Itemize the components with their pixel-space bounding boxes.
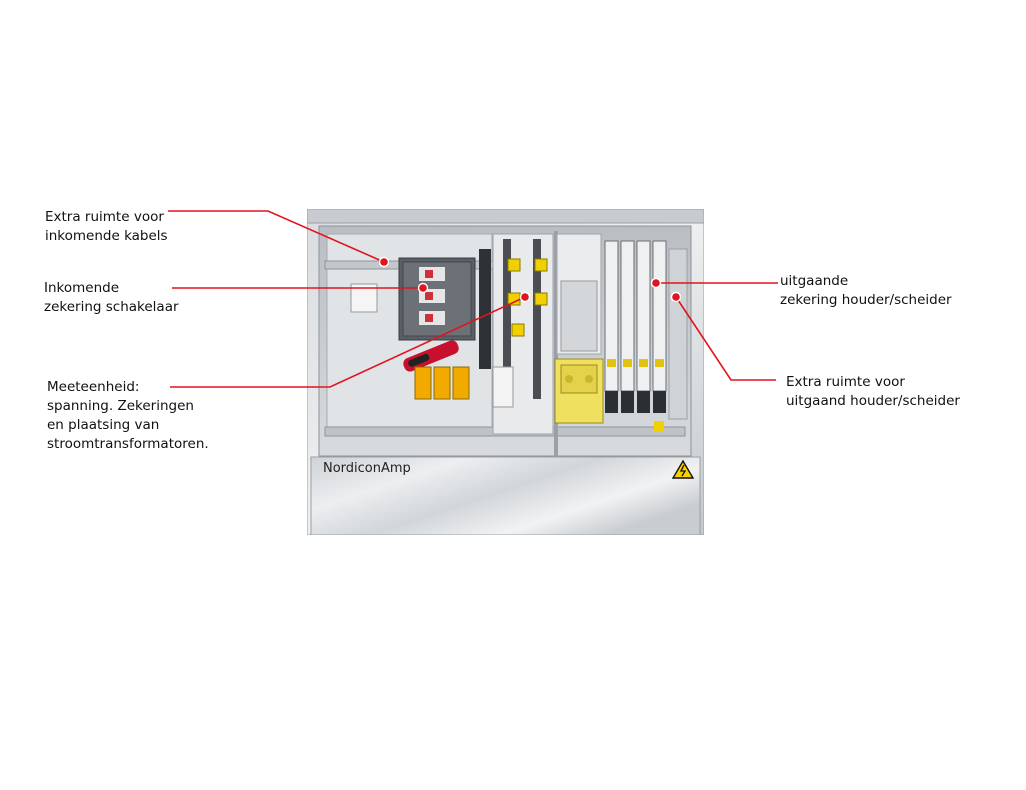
callout-metering: Meeteenheid: spanning. Zekeringen en pla… [47, 379, 209, 452]
top-lid [307, 209, 704, 224]
warning-high-voltage-icon [671, 459, 695, 479]
callout-outgoing-holder: uitgaande zekering houder/scheider [780, 273, 952, 308]
neutral-marker [654, 421, 664, 431]
metering-fuse-4 [534, 292, 548, 306]
fuse-yellow-1 [414, 366, 432, 400]
metering-fuse-1 [507, 258, 521, 272]
fuse-yellow-2 [433, 366, 451, 400]
extra-outgoing-space [668, 248, 688, 420]
cabinet-illustration [307, 209, 704, 535]
lower-front-panel [310, 456, 701, 535]
metering-fuse-3 [507, 292, 521, 306]
outgoing-fuse-holders [604, 240, 667, 413]
brand-label: NordiconAmp [323, 461, 411, 476]
metering-fuse-2 [534, 258, 548, 272]
callout-extra-incoming: Extra ruimte voor inkomende kabels [45, 209, 168, 244]
fuse-yellow-3 [452, 366, 470, 400]
terminal-module [350, 283, 378, 313]
metering-fuse-5 [511, 323, 525, 337]
callout-incoming-switch: Inkomende zekering schakelaar [44, 280, 179, 315]
callout-extra-outgoing: Extra ruimte voor uitgaand houder/scheid… [786, 374, 960, 409]
